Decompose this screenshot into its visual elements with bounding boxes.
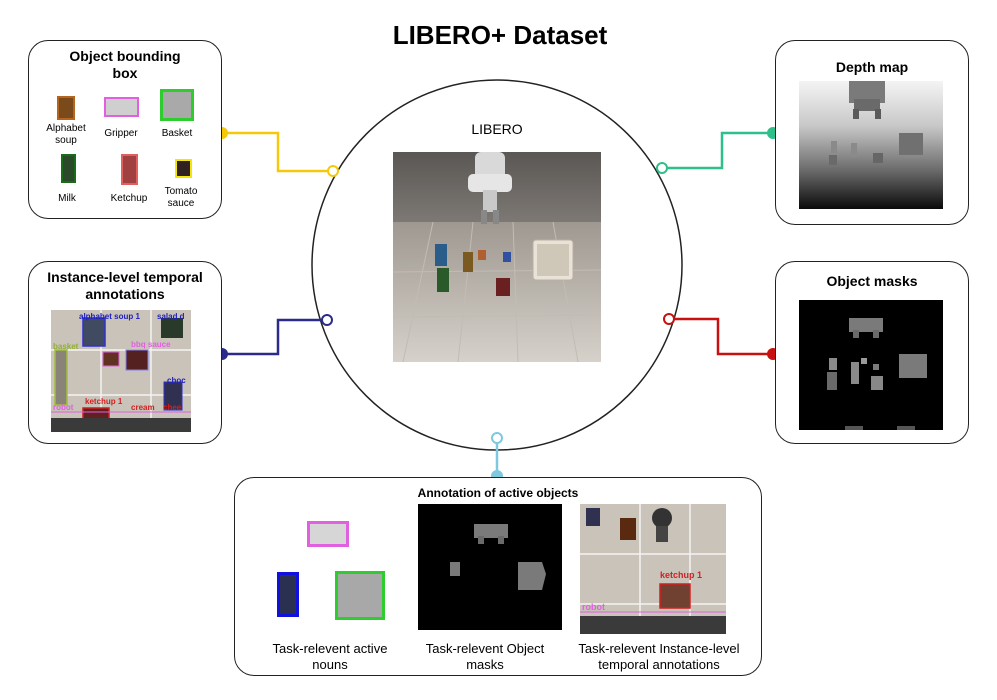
milk-label: Milk [58,193,76,204]
caption-active-masks: Task-relevent Object masks [425,641,545,672]
overlay-basket: basket [53,342,79,351]
overlay-cream: cream [131,403,155,412]
temporal-annotation-image: alphabet soup 1 salad d basket bbq sauce… [51,310,191,432]
temporal-panel: Instance-level temporal annotations alph… [28,261,222,444]
page-title: LIBERO+ Dataset [392,20,608,50]
masks-panel-title: Object masks [826,273,918,289]
active-panel-title: Annotation of active objects [417,486,579,500]
ketchup-label: Ketchup [110,193,148,204]
overlay-chee: chee [163,403,182,412]
alphabet-soup-box [57,96,75,120]
depth-panel-title: Depth map [835,59,909,75]
gripper-box [104,97,139,117]
depth-panel: Depth map [775,40,969,225]
temporal-connector [222,318,327,356]
basket-box [160,89,194,121]
overlay-robot: robot [53,403,74,412]
bbox-panel: Object bounding box Alphabet soup Grippe… [28,40,222,219]
tomato-sauce-label: Tomato sauce [164,186,198,209]
active-overlay-robot: robot [582,602,605,612]
overlay-ketchup: ketchup 1 [85,397,123,406]
bbox-connector [222,131,333,173]
overlay-alphabet-soup: alphabet soup 1 [79,312,140,321]
ketchup-box [121,154,138,185]
caption-active-nouns: Task-relevent active nouns [272,641,388,672]
libero-label: LIBERO [471,121,523,137]
active-basket-box [335,571,385,620]
active-object-box [277,572,299,617]
overlay-bbq-sauce: bbq sauce [131,340,171,349]
milk-box [61,154,76,183]
tomato-sauce-box [175,159,192,178]
active-temporal-image: ketchup 1 robot [580,504,726,634]
bbox-panel-title: Object bounding box [69,48,181,81]
bbox-connector-port [327,165,339,177]
overlay-salad: salad d [157,312,185,321]
overlay-choc: choc [167,376,186,385]
gripper-label: Gripper [104,128,138,139]
active-panel: Annotation of active objects Task-releve… [234,477,762,676]
masks-connector-port [663,313,675,325]
object-masks-image [799,300,943,430]
masks-panel: Object masks [775,261,969,444]
active-overlay-ketchup: ketchup 1 [660,570,703,580]
active-masks-image [418,504,562,630]
caption-active-temporal: Task-relevent Instance-level temporal an… [578,641,740,672]
depth-connector-port [656,162,668,174]
active-connector-port [491,432,503,444]
depth-map-image [799,81,943,209]
temporal-connector-port [321,314,333,326]
depth-connector [662,131,773,170]
basket-label: Basket [161,128,193,139]
masks-connector [669,317,773,356]
libero-scene-image [393,152,601,362]
alphabet-soup-label: Alphabet soup [46,123,86,146]
active-gripper-box [307,521,349,547]
temporal-panel-title: Instance-level temporal annotations [47,269,203,302]
